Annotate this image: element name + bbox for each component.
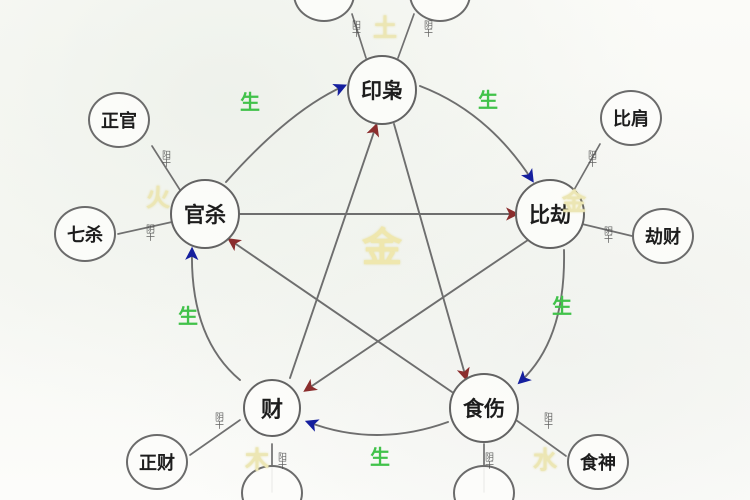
mini-label-yinxiao-left: 阳干 [349,20,362,36]
element-label-jin-center: 金 [362,215,402,273]
ke-edge-yinxiao-shishang [393,123,470,382]
ke-edge-shishang-guansha [227,238,453,393]
node-bijian[interactable]: 比肩 [600,90,662,146]
sheng-text: 生 [552,294,572,318]
mini-label-shishen: 阳干 [541,412,554,428]
ke-edge-cai-yinxiao [289,122,380,379]
node-guansha[interactable]: 官杀 [170,179,240,249]
sheng-label-guansha-yinxiao: 生 [240,86,260,115]
node-label: 正官 [101,111,137,132]
node-shishang[interactable]: 食伤 [449,373,519,443]
node-shishen[interactable]: 食神 [567,434,629,490]
node-jiecai[interactable]: 劫财 [632,208,694,264]
node-zhengguan[interactable]: 正官 [88,92,150,148]
mini-label-yinxiao-right: 阴干 [421,20,434,36]
node-label: 七杀 [67,225,103,246]
sheng-label-shishang-cai: 生 [370,441,390,470]
mini-text: 阴干 [483,452,493,468]
node-label: 劫财 [645,227,681,248]
node-qisha[interactable]: 七杀 [54,206,116,262]
mini-text: 阳干 [160,150,170,166]
node-label: 正财 [139,453,175,474]
node-label: 印枭 [361,79,403,103]
sheng-edge-shishang-cai [304,419,449,436]
node-zhengcai[interactable]: 正财 [126,434,188,490]
mini-text: 阴干 [422,20,432,36]
mini-text: 阳干 [542,412,552,428]
mini-text: 阳干 [350,20,360,36]
element-text: 金 [362,225,402,271]
sheng-edge-guansha-yinxiao [225,83,348,183]
sheng-edge-bijie-shishang [517,249,565,385]
node-label: 比劫 [529,203,571,227]
mini-label-qisha: 阴干 [143,224,156,240]
element-text: 水 [533,446,557,474]
element-text: 金 [562,188,586,216]
mini-label-zhengguan: 阳干 [159,150,172,166]
element-label-shui: 水 [533,440,557,475]
sheng-label-bijie-shishang: 生 [552,290,572,319]
node-label: 食伤 [463,397,505,421]
element-text: 火 [146,184,170,212]
mini-text: 阳干 [586,150,596,166]
mini-text: 阴干 [213,412,223,428]
element-label-huo: 火 [146,178,170,213]
mini-label-cai-bottom: 阳干 [275,452,288,468]
element-text: 木 [245,446,269,474]
node-label: 食神 [580,453,616,474]
ke-star-edges [227,122,529,393]
sheng-text: 生 [478,88,498,112]
sheng-edge-yinxiao-bijie [419,85,534,183]
sheng-text: 生 [240,90,260,114]
node-bijie[interactable]: 比劫 [515,179,585,249]
node-label: 比肩 [613,109,649,130]
mini-label-jiecai: 阴干 [601,226,614,242]
sheng-label-yinxiao-bijie: 生 [478,84,498,113]
sheng-edge-cai-guansha [185,246,241,381]
mini-label-shishang-bottom: 阴干 [482,452,495,468]
element-text: 土 [373,14,397,42]
node-label: 财 [260,398,283,423]
node-yinxiao[interactable]: 印枭 [347,55,417,125]
sheng-text: 生 [178,304,198,328]
ke-edge-bijie-cai [303,239,529,392]
element-label-mu: 木 [245,440,269,475]
mini-text: 阳干 [276,452,286,468]
mini-text: 阴干 [602,226,612,242]
element-label-jin-right: 金 [562,182,586,217]
sheng-text: 生 [370,445,390,469]
node-cai[interactable]: 财 [243,379,301,437]
sheng-cycle-edges [185,83,565,436]
mini-label-zhengcai: 阴干 [212,412,225,428]
mini-label-bijian: 阳干 [585,150,598,166]
sheng-label-cai-guansha: 生 [178,300,198,329]
element-label-tu: 土 [373,8,397,43]
mini-text: 阴干 [144,224,154,240]
node-label: 官杀 [184,203,226,227]
